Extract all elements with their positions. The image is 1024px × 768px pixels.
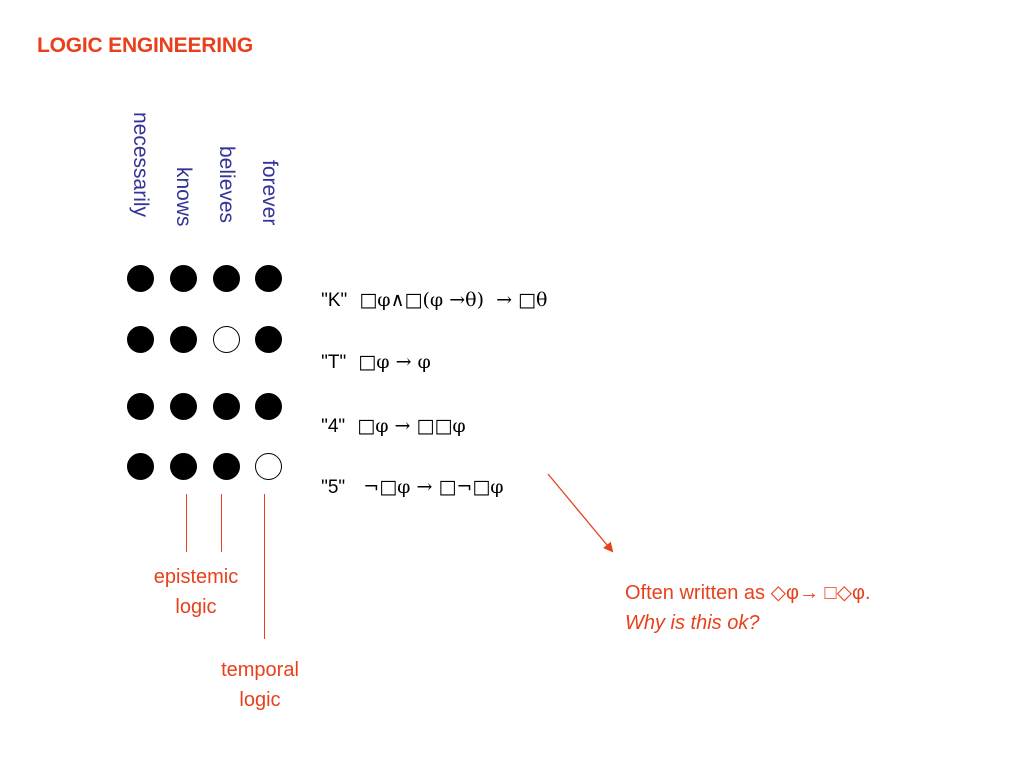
epistemic-logic-caption: epistemic logic — [136, 562, 256, 622]
axiom-name: "T" — [321, 352, 347, 373]
caption-line: epistemic — [153, 566, 239, 588]
axiom-name: "4" — [321, 416, 346, 437]
dot-1-4 — [255, 265, 282, 292]
dot-3-2 — [170, 393, 197, 420]
column-label-necessarily: necessarily — [129, 112, 152, 218]
epistemic-line-knows — [186, 494, 187, 552]
dot-2-1 — [127, 326, 154, 353]
axiom-4: "4" □φ → □□φ — [309, 393, 466, 438]
axiom-5: "5" ¬□φ → □¬□φ — [309, 454, 504, 499]
dot-2-2 — [170, 326, 197, 353]
axiom-t: "T" □φ → φ — [309, 329, 431, 374]
dot-4-1 — [127, 453, 154, 480]
dot-3-4 — [255, 393, 282, 420]
caption-line: temporal — [221, 659, 299, 681]
dot-3-1 — [127, 393, 154, 420]
axiom-name: "K" — [321, 290, 348, 311]
caption-line: logic — [239, 689, 281, 711]
axiom-name: "5" — [321, 477, 346, 498]
axiom-k: "K" □φ∧□(φ →θ) → □θ — [309, 267, 547, 312]
temporal-logic-caption: temporal logic — [200, 655, 320, 715]
dot-1-2 — [170, 265, 197, 292]
temporal-line-forever — [264, 494, 265, 639]
dot-1-1 — [127, 265, 154, 292]
caption-line: logic — [175, 596, 217, 618]
dot-4-4 — [255, 453, 282, 480]
note-line-1: Often written as ◇φ→ □◇φ. — [625, 582, 871, 604]
dot-1-3 — [213, 265, 240, 292]
dot-4-3 — [213, 453, 240, 480]
annotation-note: Often written as ◇φ→ □◇φ. Why is this ok… — [625, 578, 871, 638]
page-title: LOGIC ENGINEERING — [37, 34, 253, 57]
axiom-formula: ¬□φ → □¬□φ — [363, 476, 504, 498]
note-question: Why is this ok? — [625, 612, 760, 634]
dot-3-3 — [213, 393, 240, 420]
dot-2-3 — [213, 326, 240, 353]
dot-4-2 — [170, 453, 197, 480]
epistemic-line-believes — [221, 494, 222, 552]
dot-2-4 — [255, 326, 282, 353]
column-label-knows: knows — [172, 167, 195, 227]
column-label-believes: believes — [215, 146, 238, 224]
column-label-forever: forever — [258, 160, 281, 226]
axiom-formula: □φ∧□(φ →θ) → □θ — [359, 289, 548, 311]
axiom-formula: □φ → □□φ — [357, 415, 466, 437]
axiom-formula: □φ → φ — [358, 351, 431, 373]
